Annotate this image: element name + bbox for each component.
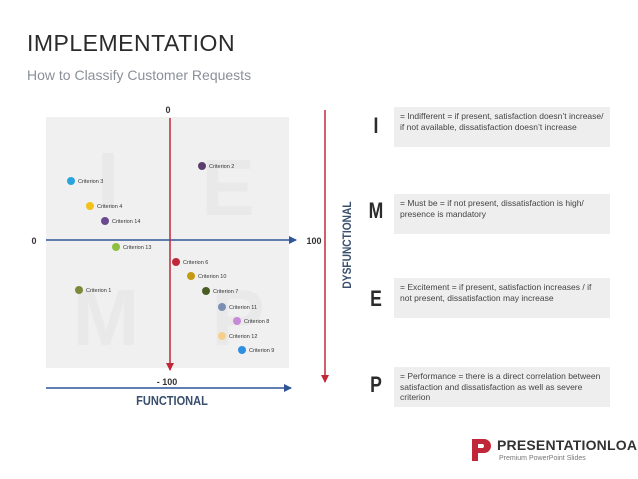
quadrant-letter-e: E [201, 143, 254, 232]
criteria-points: Criterion 3 Criterion 2 Criterion 4 Crit… [67, 162, 274, 354]
legend-description: = Indifferent = if present, satisfaction… [394, 107, 610, 147]
criterion-2-label: Criterion 2 [209, 164, 234, 170]
brand-logo: PRESENTATIONLOAD Premium PowerPoint Slid… [470, 437, 638, 467]
page-subtitle: How to Classify Customer Requests [27, 67, 252, 83]
legend-row-m: M = Must be = if not present, dissatisfa… [365, 194, 610, 240]
brand-tagline: Premium PowerPoint Slides [499, 455, 586, 462]
classification-diagram: I E M P 0 - 100 0 100 FUNCTIONAL DYSFUNC… [31, 105, 354, 408]
axis-label-left: 0 [31, 236, 36, 246]
legend-letter: I [373, 113, 379, 138]
criterion-12-label: Criterion 12 [229, 334, 257, 340]
legend-description: = Excitement = if present, satisfaction … [394, 278, 610, 318]
criterion-3-point [67, 177, 75, 185]
criterion-14-label: Criterion 14 [112, 219, 140, 225]
brand-name: PRESENTATIONLOAD [497, 437, 638, 453]
legend-row-i: I = Indifferent = if present, satisfacti… [365, 107, 610, 153]
legend-letter: P [370, 372, 382, 397]
criterion-13-point [112, 243, 120, 251]
axis-label-top: 0 [165, 105, 170, 115]
quadrant-letter-i: I [97, 136, 119, 225]
legend-letter: E [370, 286, 382, 311]
criterion-13-label: Criterion 13 [123, 245, 151, 251]
criterion-11-label: Criterion 11 [229, 305, 257, 311]
criterion-1-label: Criterion 1 [86, 288, 111, 294]
legend-row-p: P = Performance = there is a direct corr… [365, 367, 610, 413]
criterion-3-label: Criterion 3 [78, 179, 103, 185]
criterion-6-label: Criterion 6 [183, 260, 208, 266]
criterion-8-point [233, 317, 241, 325]
criterion-12-point [218, 332, 226, 340]
presentationload-logo-icon [472, 439, 491, 461]
criterion-6-point [172, 258, 180, 266]
quadrant-letter-m: M [73, 273, 140, 362]
axis-label-bottom: - 100 [157, 377, 178, 387]
criterion-7-label: Criterion 7 [213, 289, 238, 295]
criterion-8-label: Criterion 8 [244, 319, 269, 325]
criterion-11-point [218, 303, 226, 311]
dysfunctional-axis-title: DYSFUNCTIONAL [341, 201, 354, 288]
criterion-4-label: Criterion 4 [97, 204, 122, 210]
page-title: IMPLEMENTATION [27, 30, 236, 56]
functional-axis-title: FUNCTIONAL [136, 393, 208, 408]
legend-row-e: E = Excitement = if present, satisfactio… [365, 278, 610, 324]
criterion-10-point [187, 272, 195, 280]
criterion-10-label: Criterion 10 [198, 274, 226, 280]
criterion-7-point [202, 287, 210, 295]
legend-description: = Must be = if not present, dissatisfact… [394, 194, 610, 234]
criterion-1-point [75, 286, 83, 294]
criterion-9-label: Criterion 9 [249, 348, 274, 354]
legend-letter: M [368, 198, 384, 223]
criterion-4-point [86, 202, 94, 210]
diagram-background [46, 117, 289, 368]
criterion-9-point [238, 346, 246, 354]
legend-description: = Performance = there is a direct correl… [394, 367, 610, 407]
criterion-14-point [101, 217, 109, 225]
axis-label-right: 100 [306, 236, 321, 246]
criterion-2-point [198, 162, 206, 170]
